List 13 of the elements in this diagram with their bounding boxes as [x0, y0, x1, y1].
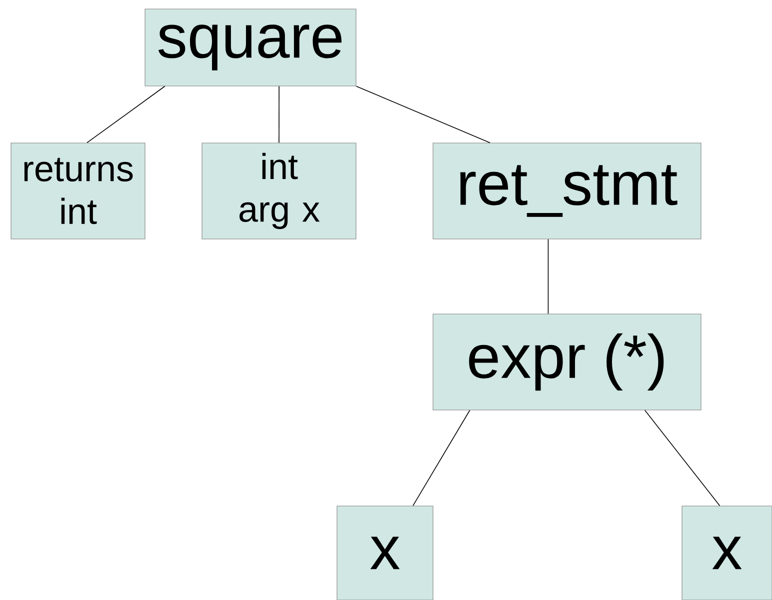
tree-edge — [278, 86, 280, 144]
tree-edge — [356, 86, 490, 144]
tree-node-box: int arg x — [202, 142, 356, 240]
tree-edge — [86, 86, 166, 144]
tree-edge — [548, 238, 549, 314]
tree-node-box: expr (*) — [432, 314, 702, 410]
tree-node-box: returns int — [10, 142, 146, 240]
tree-node-box: ret_stmt — [432, 142, 702, 240]
tree-node-box: square — [144, 8, 356, 86]
tree-edge — [644, 410, 720, 506]
tree-edge — [412, 410, 470, 506]
tree-node-box: x — [682, 506, 772, 600]
tree-node-box: x — [336, 506, 434, 600]
